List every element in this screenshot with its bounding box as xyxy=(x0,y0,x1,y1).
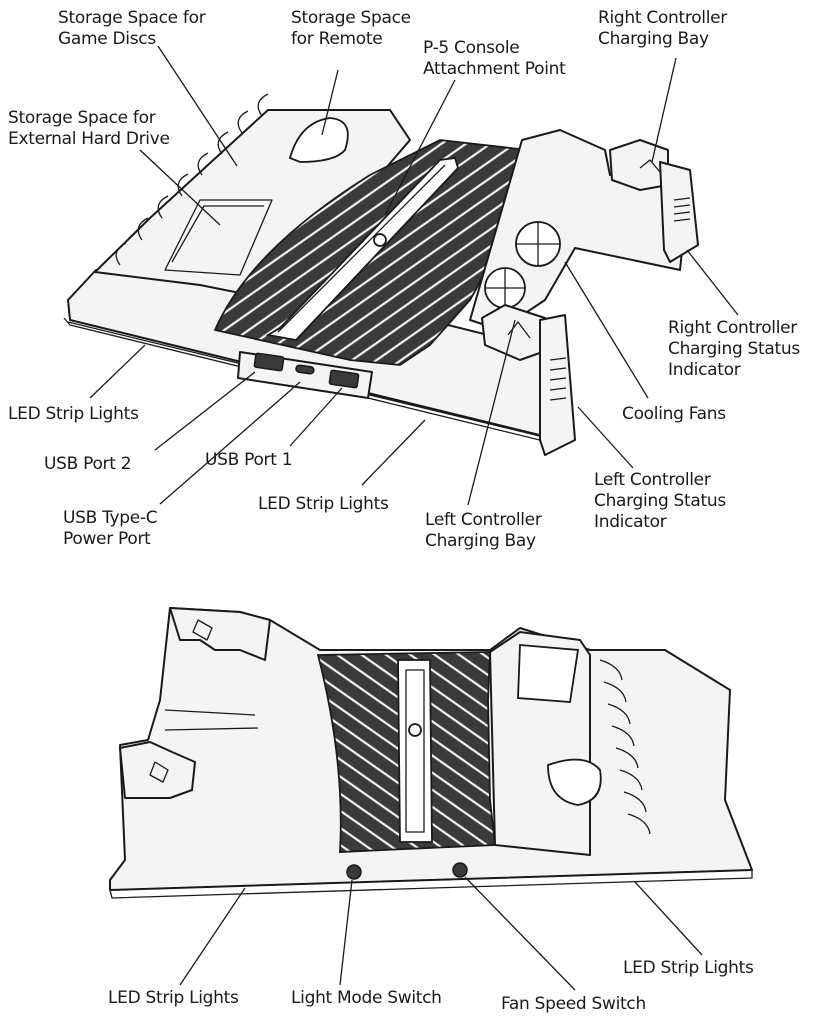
right-status-leds xyxy=(673,197,691,222)
fan-2 xyxy=(484,267,526,309)
left-status-panel xyxy=(539,314,576,456)
disc-slots xyxy=(115,93,269,266)
usb-c-port-shape xyxy=(295,364,315,375)
label-bottom-led-strip-left: LED Strip Lights xyxy=(108,988,239,1008)
remote-hole xyxy=(288,117,349,163)
label-led-strip-front: LED Strip Lights xyxy=(258,494,389,514)
console-screw xyxy=(373,233,387,247)
usb-port-1-shape xyxy=(328,369,360,389)
light-mode-switch-shape xyxy=(346,864,362,880)
label-usb-port-1: USB Port 1 xyxy=(205,450,293,470)
fan-speed-switch-shape xyxy=(452,862,468,878)
label-bottom-led-strip-right: LED Strip Lights xyxy=(623,958,754,978)
usb-port-2-shape xyxy=(253,352,285,372)
bottom-hdd-slot xyxy=(517,644,580,703)
hdd-slot xyxy=(164,199,273,276)
bottom-remote-hole xyxy=(547,758,602,806)
left-status-leds xyxy=(549,357,567,401)
bottom-disc-slots xyxy=(599,659,651,835)
bottom-left-bay-upper xyxy=(169,607,271,661)
label-led-strip-left: LED Strip Lights xyxy=(8,404,139,424)
bottom-left-bay-lower xyxy=(119,741,196,799)
label-light-mode-switch: Light Mode Switch xyxy=(291,988,442,1008)
label-usb-port-2: USB Port 2 xyxy=(44,454,132,474)
bottom-view-device xyxy=(109,607,753,899)
label-fan-speed-switch: Fan Speed Switch xyxy=(501,994,646,1014)
bottom-callout-lines xyxy=(179,876,703,991)
bottom-console-rail xyxy=(397,659,433,843)
bottom-led-strip xyxy=(109,869,753,899)
top-view-device xyxy=(63,93,699,456)
right-status-panel xyxy=(659,161,699,263)
fan-1 xyxy=(515,221,561,267)
top-callout-lines xyxy=(89,45,739,506)
label-cooling-fans: Cooling Fans xyxy=(622,404,726,424)
